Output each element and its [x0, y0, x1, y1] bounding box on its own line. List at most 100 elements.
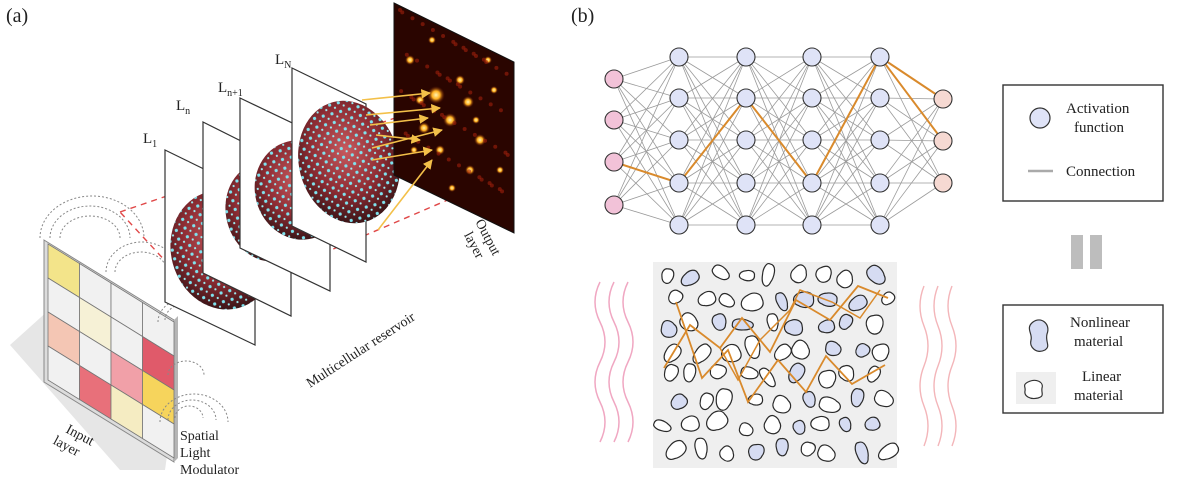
linear-particle [774, 343, 792, 361]
linear-particle [881, 291, 896, 306]
nn-connection [678, 56, 747, 99]
linear-particle [692, 343, 712, 364]
material-path-3 [719, 289, 881, 382]
label-l1: L1 [143, 131, 157, 150]
nonlinear-particle [711, 313, 727, 331]
nonlinear-particle [748, 443, 765, 461]
nn-hidden-node [669, 173, 689, 193]
speckle-spot [494, 65, 499, 70]
nn-connection [879, 140, 944, 226]
linear-particle [711, 264, 730, 281]
nn-connection [811, 97, 881, 226]
speckle-spot [458, 84, 463, 89]
linear-particle [815, 265, 832, 283]
nn-connection [811, 56, 881, 141]
nn-connection [613, 56, 680, 206]
linear-particle [761, 263, 776, 287]
linear-particle [719, 445, 735, 462]
layer-lN [291, 67, 400, 263]
nonlinear-particle [670, 393, 688, 410]
nn-hidden-node [736, 173, 756, 193]
linear-particle [800, 441, 816, 457]
speckle-spot [405, 133, 410, 138]
nn-hidden-node [870, 173, 890, 193]
speckle-spot [484, 59, 489, 64]
linear-particle [878, 442, 899, 461]
speckle-spot [428, 36, 436, 44]
speckle-spot [462, 96, 474, 108]
legend-top: Activation function Connection [1002, 84, 1164, 202]
linear-particle [665, 439, 687, 460]
nn-connection [613, 56, 680, 163]
nn-connection [678, 97, 747, 226]
nn-connection [745, 139, 813, 226]
nonlinear-material-icon [1028, 319, 1049, 352]
nn-hidden-node [870, 130, 890, 150]
speckle-spot [472, 132, 477, 137]
activation-node-icon [1029, 107, 1051, 129]
nonlinear-particle [825, 340, 842, 357]
speckle-spot [456, 163, 461, 168]
speckle-spot [483, 138, 488, 143]
linear-particle [740, 366, 759, 380]
speckle-spot [436, 151, 441, 156]
nonlinear-particle [855, 343, 871, 358]
panel-b-label: (b) [571, 5, 594, 27]
nn-hidden-node [802, 173, 822, 193]
nn-hidden-node [802, 47, 822, 67]
nn-connection [745, 56, 813, 99]
speckle-spot [425, 64, 430, 69]
nn-hidden-node [802, 130, 822, 150]
nn-connection [613, 182, 680, 206]
nonlinear-particle [866, 264, 886, 285]
linear-particle [715, 388, 733, 411]
nn-connection [811, 139, 881, 226]
speckle-spot [473, 54, 478, 59]
linear-particle [810, 415, 830, 432]
speckle-spot [405, 55, 415, 65]
nn-hidden-node [669, 47, 689, 67]
speckle-spot [463, 48, 468, 53]
linear-particle [653, 419, 672, 432]
nn-connection [678, 56, 747, 184]
nonlinear-particle [802, 390, 816, 408]
speckle-spot [467, 169, 472, 174]
nonlinear-particle [838, 313, 854, 330]
nonlinear-particle [864, 416, 881, 431]
legend-linear: Linear material [1074, 369, 1125, 404]
nn-path [879, 56, 944, 100]
linear-particle [836, 269, 854, 289]
speckle-spot [420, 22, 425, 27]
speckle-spot [427, 86, 445, 104]
linear-particle [818, 396, 841, 413]
nn-hidden-node [736, 130, 756, 150]
nn-input-node [604, 110, 624, 130]
equivalence-sign [1071, 235, 1102, 269]
linear-particle [740, 292, 764, 312]
spatial-light-modulator [43, 239, 178, 463]
nonlinear-particle [660, 319, 678, 338]
nn-hidden-node [870, 215, 890, 235]
nn-path [613, 55, 944, 185]
label-lN: LN [275, 52, 291, 71]
reservoir-layers [164, 67, 400, 346]
material-path-2 [675, 301, 886, 404]
speckle-spot [400, 10, 405, 15]
speckle-spot [432, 109, 437, 114]
linear-particle [766, 313, 779, 332]
nn-input-node [604, 152, 624, 172]
speckle-spot [441, 33, 446, 38]
speckle-spot [447, 78, 452, 83]
nn-hidden-node [802, 88, 822, 108]
linear-material-icon [1024, 379, 1043, 400]
linear-particle [694, 437, 708, 460]
nn-connection [613, 56, 680, 121]
linear-particle [697, 290, 717, 307]
label-ln: Ln [176, 98, 190, 117]
nn-connection [811, 56, 881, 226]
speckle-spot [468, 90, 473, 95]
nn-connection [678, 139, 747, 226]
linear-particle [699, 392, 714, 411]
nn-connection [879, 56, 944, 184]
linear-particle [772, 394, 792, 414]
